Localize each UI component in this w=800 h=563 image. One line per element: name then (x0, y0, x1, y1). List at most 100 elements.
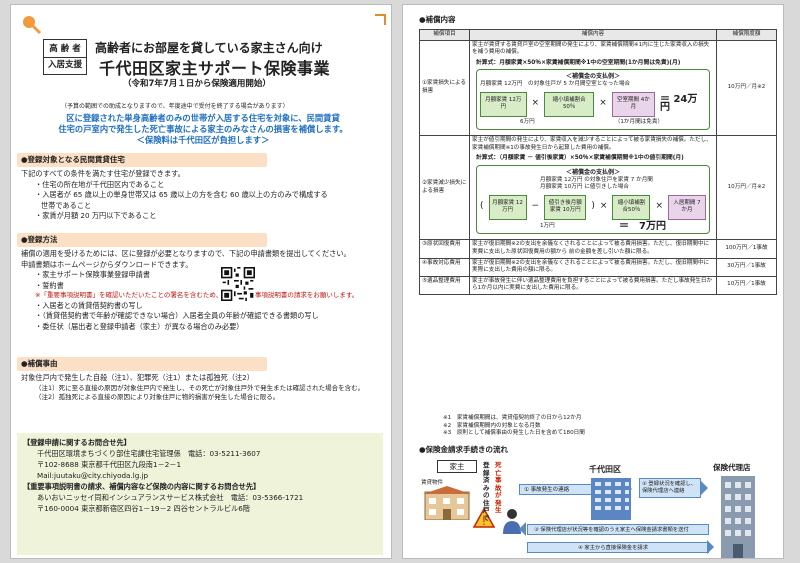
header-item: 補償項目 (419, 29, 470, 41)
method-line: 補償の適用を受けるためには、区に登録が必要となりますので、下記の申請書類を提出し… (21, 249, 351, 258)
method-line: ・委任状（届出者と登録申請者（家主）が異なる場合のみ必要） (35, 321, 244, 331)
budget-note: （予算の範囲での助成となりますので、年度途中で受付を終了する場合があります） (61, 103, 289, 110)
lead-line: 住宅の戸室内で発生した死亡事故による家主のみなさんの損害を補償します。 (58, 124, 348, 134)
example-title: ＜補償金の支払例＞ (565, 168, 620, 176)
minus-icon: − (531, 201, 540, 212)
section-method-heading: ●登録方法 (17, 233, 267, 247)
table-notes: ※1 家賃補償期間は、賃貸借契約終了の日から12か月 ※2 家賃補償期間内の対象… (443, 415, 585, 438)
method-line: ・入居者との賃貸借契約書の写し (35, 300, 143, 310)
row2-item: ②家賃減少損失による損害 (419, 135, 470, 241)
header-content: 補償内容 (469, 29, 717, 41)
foot-amount: 1万円 (540, 222, 555, 229)
flow-step-4: ④ 家主から直接保険金を請求 (527, 542, 709, 553)
contact-box: 【登録申請に関するお問合せ先】 千代田区環境まちづくり部住宅課住宅管理係 電話：… (17, 433, 383, 555)
calc-box-rent: 月額家賃 12万円 (488, 194, 527, 220)
table-row: ④事故対応費用 家主が復旧期間※2の支出を余儀なくされることによって被る費用損害… (419, 257, 777, 277)
section-content-heading: ●補償内容 (419, 15, 456, 24)
note-line: ※3 原則として補償事由の発生した日を含めて180日間 (443, 430, 585, 436)
open-paren-icon: ( (480, 201, 484, 212)
example-foot: 6万円 （1か月間は免責） (480, 119, 706, 127)
section-cause-heading: ●補償事由 (17, 357, 267, 371)
table-header-row: 補償項目 補償内容 補償限度額 (419, 29, 777, 41)
table-row: ②家賃減少損失による損害 家主が値引期間の発生により、家賃収入を減少することによ… (419, 135, 777, 241)
row5-limit: 10万円／1事故 (716, 275, 777, 295)
ward-label: 千代田区 (589, 465, 621, 474)
insurance-agency-icon (721, 476, 755, 558)
coverage-table: 補償項目 補償内容 補償限度額 ①家賃損失による損害 家主が賃貸する賃貸戸室の空… (419, 29, 777, 295)
qr-code[interactable] (221, 267, 255, 301)
calc-box-rate: 縮小填補割合50％ (612, 194, 651, 220)
method-line: ・（賃貸借契約書で年齢が確認できない場合）入居者全員の年齢が確認できる書類の写し (35, 311, 319, 320)
property-label: 賃貸物件 (421, 480, 444, 486)
row2-example: ＜補償金の支払例＞ 月額家賃 12万円 の対象住戸を家賃 7 か月間 月額家賃 … (476, 164, 710, 235)
foot-amount: 6万円 (520, 118, 535, 125)
calc-result: ＝ 7万円 (619, 220, 666, 232)
row1-formula: 計算式：月額家賃×50％×家賃補償期間※1中の空室期間(1か月間は免責)(月) (476, 59, 681, 66)
badge-line-1: 高 齢 者 (49, 44, 81, 54)
row1-example: ＜補償金の支払例＞ 月額家賃 12万円 の対象住戸が 5 か月間空室となった場合… (476, 69, 710, 131)
pin-icon (23, 16, 42, 35)
death-label: 死亡事故が発生 (495, 461, 502, 514)
row4-desc: 家主が復旧期間※2の支出を余儀なくされることによって被る費用損害。ただし、復旧期… (469, 257, 717, 277)
target-line: 世帯であること (41, 200, 92, 210)
example-foot: 1万円 ＝ 7万円 (480, 220, 706, 232)
row2-limit: 10万円／月※2 (716, 135, 777, 241)
city-office-icon (591, 478, 631, 520)
calc-result: ＝ 24万円 (659, 94, 698, 114)
row3-item: ③原状回復費用 (419, 239, 470, 259)
table-row: ③原状回復費用 家主が復旧期間※2の支出を余儀なくされることによって被る費用損害… (419, 239, 777, 259)
contact-heading: 【重要事項説明書の請求、補償内容など保険の内容に関するお問合せ先】 (23, 482, 261, 491)
left-page: 高 齢 者 入居支援 高齢者にお部屋を貸している家主さん向け 千代田区家主サポー… (10, 4, 392, 559)
cause-content: 対象住戸内で発生した自殺（注1）、犯罪死（注1）または孤独死（注2） （注1）死… (21, 373, 371, 403)
calc-box-rent: 月額家賃 12万円 (480, 91, 527, 117)
corner-mark-icon (375, 14, 386, 25)
calc-box-vacancy: 空室期間 4か月 (611, 91, 655, 117)
title-line-1: 高齢者にお部屋を貸している家主さん向け (95, 41, 323, 55)
row2-desc: 家主が値引期間の発生により、家賃収入を減少することによって被る家賃損失の補償。た… (472, 137, 712, 151)
contact-line: あいおいニッセイ同和インシュアランスサービス株式会社 電話：03-5366-17… (37, 493, 304, 502)
times-icon: × (655, 201, 663, 212)
times-icon: × (599, 201, 608, 212)
calc-box-period: 入居期間 7か月 (668, 194, 706, 220)
example-calc: 月額家賃 12万円 × 縮小填補割合50％ × 空室期間 4か月 ＝ 24万円 (480, 91, 706, 117)
method-line: ・誓約書 (35, 280, 64, 290)
agency-label: 保険代理店 (713, 463, 751, 472)
right-page: ●補償内容 補償項目 補償内容 補償限度額 ①家賃損失による損害 家主が賃貸する… (402, 4, 784, 559)
cause-note: （注2）孤独死による直接の原因により対象住戸に物的損害が発生した場合に限る。 (35, 393, 280, 401)
close-paren-icon: ) (591, 201, 595, 212)
flow-step-2: ② 登録状況を確認し、保険代理店へ連絡 (639, 478, 701, 498)
section-target-heading: ●登録対象となる民間賃貸住宅 (17, 153, 267, 167)
contact-email[interactable]: Mail:juutaku@city.chiyoda.lg.jp (37, 471, 149, 480)
svg-text:!: ! (482, 515, 486, 528)
warning-icon: ! (473, 508, 495, 528)
cause-note: （注1）死に至る直接の原因が対象住戸内で発生し、その死亡が対象住戸外で発生または… (35, 383, 365, 392)
senior-support-badge: 高 齢 者 入居支援 (43, 39, 87, 75)
method-warning: ※「重要事項説明書」を確認いただいたことの署名を含むため、事前に重要事項説明書の… (35, 291, 359, 299)
calc-box-rate: 縮小填補割合50％ (544, 91, 595, 117)
row1-desc: 家主が賃貸する賃貸戸室の空室期間の発生により、家賃補償期間※1内に生じた家賃収入… (472, 41, 710, 56)
arrow-left-icon (519, 522, 526, 536)
row5-item: ⑤遺品整理費用 (419, 275, 470, 295)
contact-line: 〒160-0004 東京都新宿区四谷1－19－2 四谷セントラルビル6階 (37, 504, 250, 513)
target-line: 下記のすべての条件を満たす住宅が登録できます。 (21, 169, 185, 178)
method-line: 申請書類はホームページからダウンロードできます。 (21, 259, 193, 269)
foot-note: （1か月間は免責） (614, 118, 664, 125)
note-line: ※1 家賃補償期間は、賃貸借契約終了の日から12か月 (443, 415, 582, 421)
lead-line: 区に登録された単身高齢者のみの世帯が入居する住宅を対象に、民間賃貸 (66, 113, 340, 123)
lead-text: 区に登録された単身高齢者のみの世帯が入居する住宅を対象に、民間賃貸 住宅の戸室内… (33, 113, 373, 146)
header-limit: 補償限度額 (716, 29, 777, 41)
target-line: ・住宅の所在地が千代田区内であること (35, 179, 165, 189)
row1-limit: 10万円／月※2 (716, 39, 777, 137)
target-conditions: 下記のすべての条件を満たす住宅が登録できます。 ・住宅の所在地が千代田区内である… (21, 169, 371, 222)
row5-desc: 家主が事故発生に伴い遺品整理費用を負担することによって被る費用損害。ただし事故発… (469, 275, 717, 295)
row1-item: ①家賃損失による損害 (419, 39, 470, 137)
page-title: 千代田区家主サポート保険事業 (99, 59, 331, 78)
times-icon: × (599, 98, 607, 109)
title-line-3: （令和7年7月１日から保険適用開始） (123, 79, 271, 89)
note-line: ※2 家賃補償期間内の対象となる月数 (443, 422, 541, 429)
contact-line: 〒102-8688 東京都千代田区九段南1－2－1 (37, 460, 182, 469)
example-title: ＜補償金の支払例＞ (565, 73, 620, 81)
target-line: ・入居者が 65 歳以上の単身世帯又は 65 歳以上の方を含む 60 歳以上の方… (35, 190, 328, 199)
target-line: ・家賃が月額 20 万円以下であること (35, 211, 157, 220)
row4-limit: 30万円／1事故 (716, 257, 777, 277)
